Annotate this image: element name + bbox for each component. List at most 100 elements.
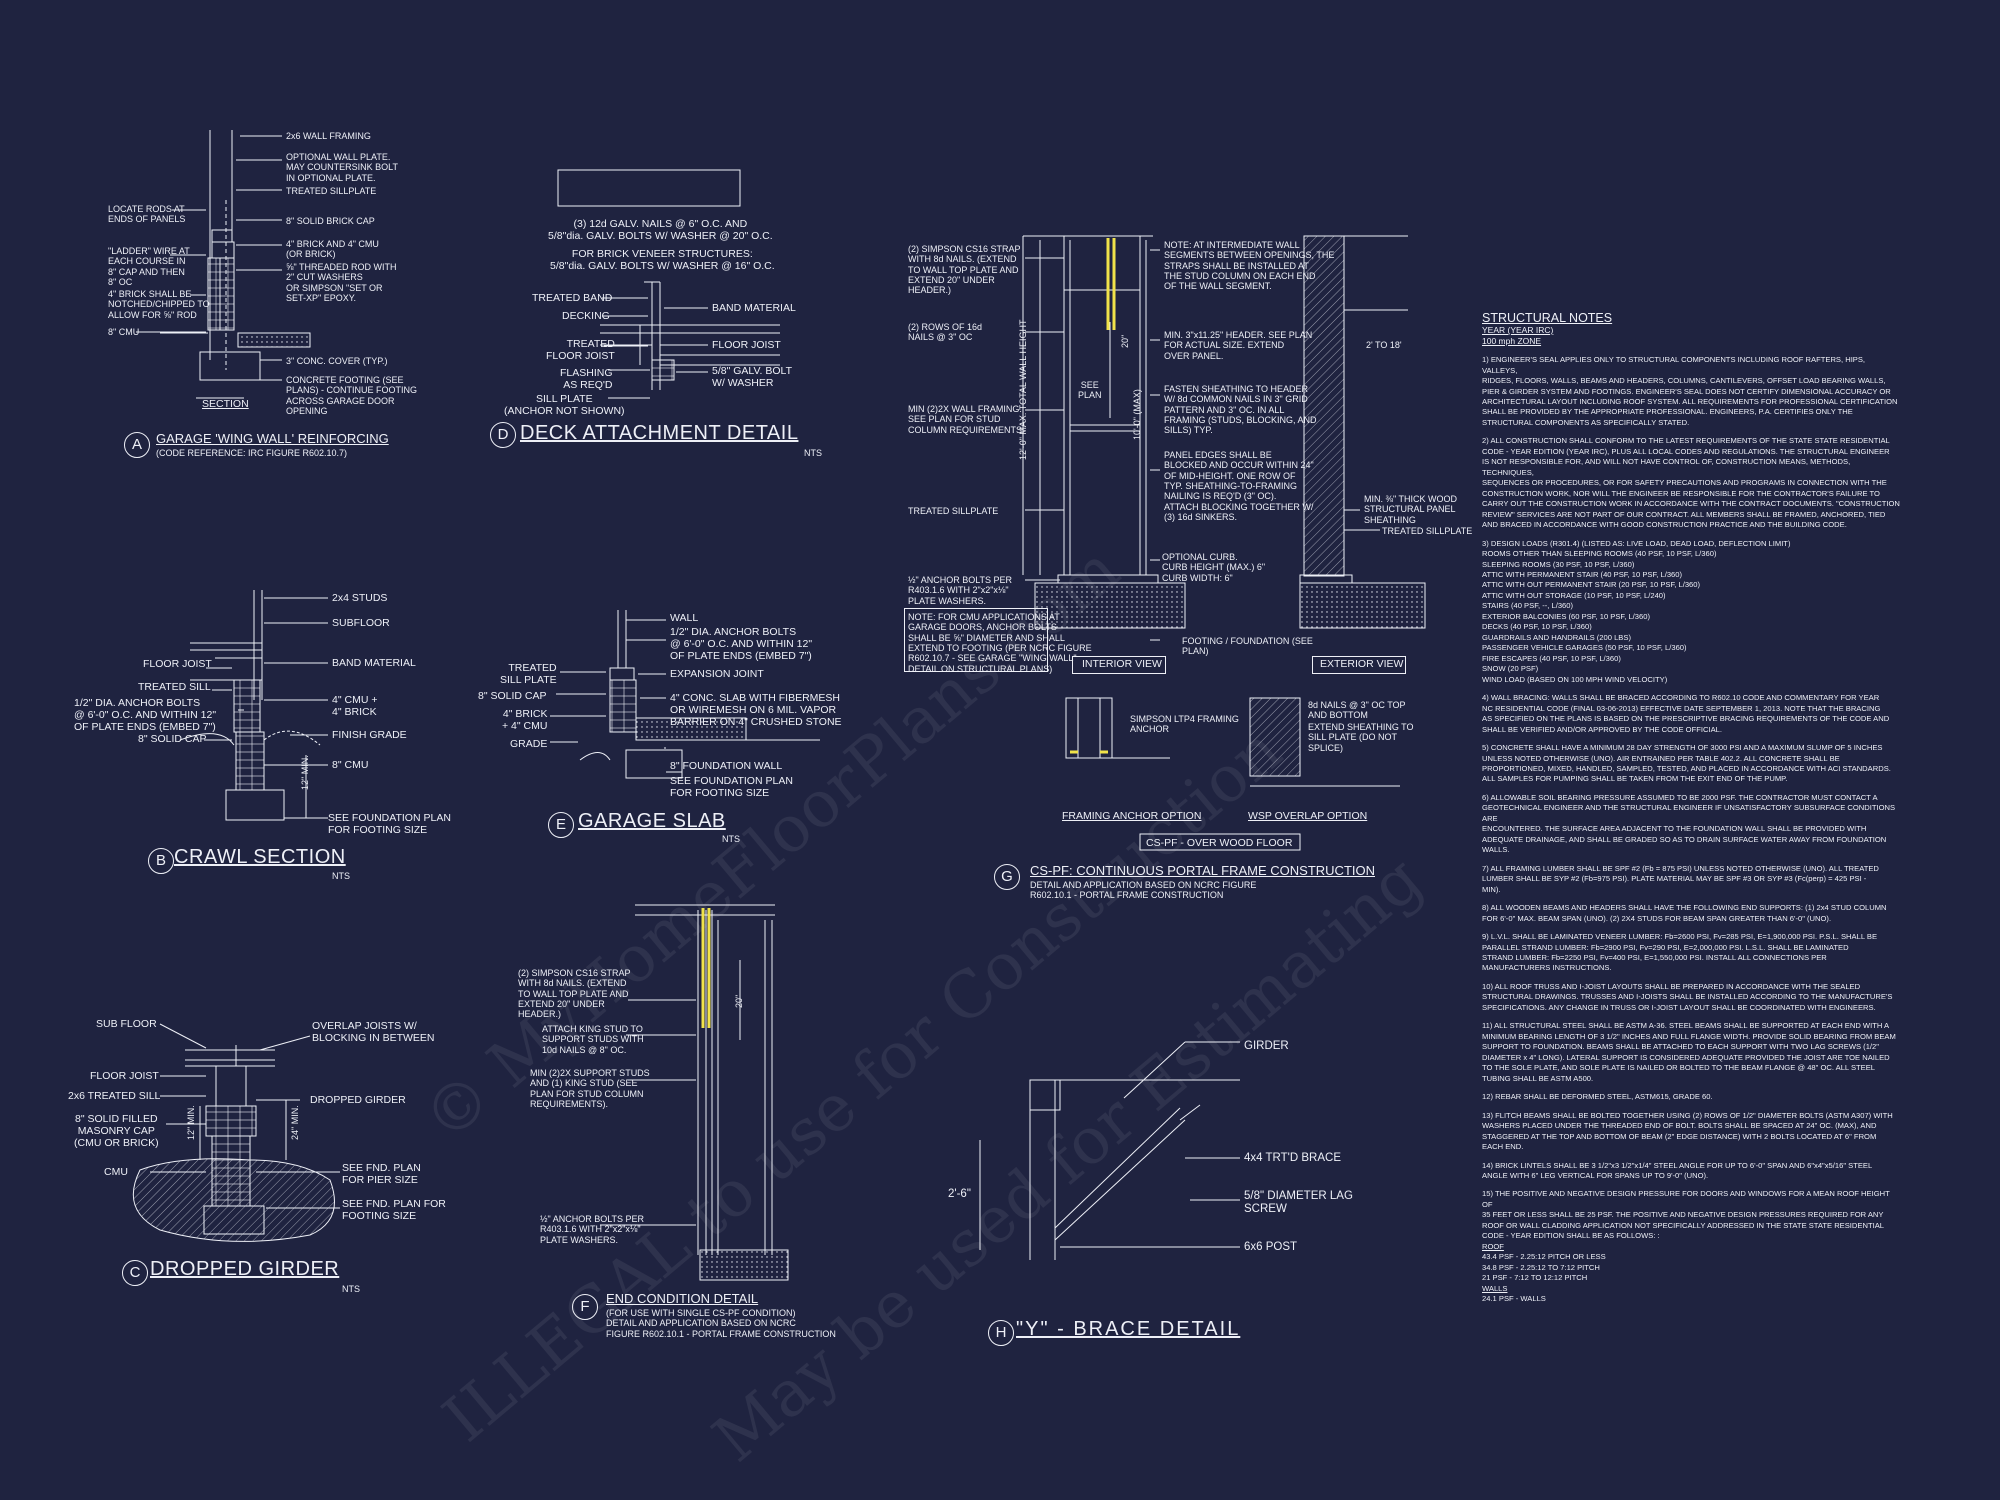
note-5: 5) CONCRETE SHALL HAVE A MINIMUM 28 DAY … [1482,743,1891,784]
e-callout-footing: SEE FOUNDATION PLAN FOR FOOTING SIZE [670,775,793,800]
g-exterior-view: EXTERIOR VIEW [1320,658,1404,670]
b-callout-studs: 2x4 STUDS [332,592,388,604]
g-dim-top: 20" [1120,334,1130,348]
e-callout-sill-plate: TREATED SILL PLATE [500,662,557,687]
c-callout-dropped-girder: DROPPED GIRDER [310,1094,406,1106]
g-framing-anchor-option: FRAMING ANCHOR OPTION [1062,810,1202,822]
a-callout-footing: CONCRETE FOOTING (SEE PLANS) - CONTINUE … [286,375,418,417]
d-callout-sill-plate: SILL PLATE (ANCHOR NOT SHOWN) [504,393,625,418]
c-detail-nts: NTS [342,1284,360,1294]
e-callout-solid-cap: 8" SOLID CAP [478,690,547,702]
b-detail-title: CRAWL SECTION [174,846,346,868]
c-callout-masonry-cap: 8" SOLID FILLED MASONRY CAP (CMU OR BRIC… [74,1113,159,1150]
g-interior-view: INTERIOR VIEW [1082,658,1162,670]
note-14: 14) BRICK LINTELS SHALL BE 3 1/2"x3 1/2"… [1482,1160,1873,1180]
g-callout-wall-framing: MIN (2)2X WALL FRAMING. SEE PLAN FOR STU… [908,404,1025,435]
note-roof-lines: 43.4 PSF - 2.25:12 PITCH OR LESS 34.8 PS… [1482,1252,1606,1283]
a-callout-sillplate: TREATED SILLPLATE [286,186,377,196]
c-detail-title: DROPPED GIRDER [150,1258,340,1280]
f-detail-title: END CONDITION DETAIL [606,1291,759,1306]
note-12: 12) REBAR SHALL BE DEFORMED STEEL, ASTM6… [1482,1092,1713,1102]
f-callout-king-stud: ATTACH KING STUD TO SUPPORT STUDS WITH 1… [542,1024,644,1055]
g-cs-pf-label: CS-PF - OVER WOOD FLOOR [1146,837,1293,849]
b-detail-nts: NTS [332,871,350,881]
g-cmu-note-box [904,608,1048,672]
e-callout-brick-cmu: 4" BRICK + 4" CMU [502,708,548,733]
h-callout-brace: 4x4 TRT'D BRACE [1244,1152,1341,1164]
f-callout-strap: (2) SIMPSON CS16 STRAP WITH 8d NAILS. (E… [518,968,631,1020]
g-callout-anchor-bolts: ½" ANCHOR BOLTS PER R403.1.6 WITH 2"x2"x… [908,575,1013,606]
d-callout-decking: DECKING [562,310,610,322]
notes-heading: STRUCTURAL NOTES [1482,311,1613,325]
h-callout-post: 6x6 POST [1244,1241,1298,1253]
note-13: 13) FLITCH BEAMS SHALL BE BOLTED TOGETHE… [1482,1110,1893,1152]
a-callout-locate-rods: LOCATE RODS AT ENDS OF PANELS [108,204,186,225]
h-dim: 2'-6" [948,1188,971,1200]
b-detail-marker: B [148,848,174,874]
notes-wind: 100 mph ZONE [1482,336,1542,347]
c-detail-marker: C [122,1260,148,1286]
c-callout-floor-joist: FLOOR JOIST [90,1070,159,1082]
b-dim-min: 12" MIN. [300,755,310,790]
a-detail-subtitle: (CODE REFERENCE: IRC FIGURE R602.10.7) [156,448,348,458]
g-callout-ext-sillplate: TREATED SILLPLATE [1382,526,1473,536]
b-callout-floor-joist: FLOOR JOIST [143,658,212,670]
f-detail-subtitle: (FOR USE WITH SINGLE CS-PF CONDITION) DE… [606,1308,836,1339]
g-detail-marker: G [994,864,1020,890]
d-callout-galv-bolt: 5/8" GALV. BOLT W/ WASHER [712,365,792,390]
f-callout-anchor-bolts: ½" ANCHOR BOLTS PER R403.1.6 WITH 2"x2"x… [540,1214,645,1245]
b-callout-subfloor: SUBFLOOR [332,617,390,629]
c-callout-overlap-joists: OVERLAP JOISTS W/ BLOCKING IN BETWEEN [312,1020,435,1045]
note-6: 6) ALLOWABLE SOIL BEARING PRESSURE ASSUM… [1482,792,1896,855]
b-callout-band-material: BAND MATERIAL [332,657,416,669]
d-callout-treated-joist: TREATED FLOOR JOIST [546,338,615,363]
c-callout-treated-sill: 2x6 TREATED SILL [68,1090,161,1102]
b-callout-finish-grade: FINISH GRADE [332,729,407,741]
g-overlap-note: 8d NAILS @ 3" OC TOP AND BOTTOM [1308,700,1406,721]
c-dim-min-1: 12" MIN. [186,1105,196,1140]
g-overlap-note-2: EXTEND SHEATHING TO SILL PLATE (DO NOT S… [1308,722,1414,753]
a-callout-optional-plate: OPTIONAL WALL PLATE. MAY COUNTERSINK BOL… [286,152,399,183]
g-callout-sheathing: MIN. ⅜" THICK WOOD STRUCTURAL PANEL SHEA… [1364,494,1458,525]
a-detail-title: GARAGE 'WING WALL' REINFORCING [156,431,389,446]
f-detail-marker: F [572,1294,598,1320]
b-callout-solid-cap: 8" SOLID CAP [138,733,207,745]
g-dim-height: 12'-0" MAX. TOTAL WALL HEIGHT [1018,319,1028,460]
e-callout-foundation-wall: 8" FOUNDATION WALL [670,760,783,772]
structural-notes: STRUCTURAL NOTES YEAR (YEAR IRC) 100 mph… [1482,311,1900,1305]
g-detail-title: CS-PF: CONTINUOUS PORTAL FRAME CONSTRUCT… [1030,863,1375,878]
g-callout-header: MIN. 3"x11.25" HEADER. SEE PLAN FOR ACTU… [1164,330,1313,361]
g-callout-panel-edges: PANEL EDGES SHALL BE BLOCKED AND OCCUR W… [1164,450,1314,523]
b-callout-foundation: SEE FOUNDATION PLAN FOR FOOTING SIZE [328,812,451,837]
e-callout-slab: 4" CONC. SLAB WITH FIBERMESH OR WIREMESH… [670,692,842,729]
b-callout-cmu-brick: 4" CMU + 4" BRICK [332,694,378,719]
c-dim-min-2: 24" MIN. [290,1105,300,1140]
a-section-label: SECTION [202,398,249,410]
b-callout-treated-sill: TREATED SILL [138,681,211,693]
a-detail-marker: A [124,432,150,458]
h-callout-girder: GIRDER [1244,1040,1289,1052]
b-callout-anchor-bolts: 1/2" DIA. ANCHOR BOLTS @ 6'-0" O.C. AND … [74,697,217,734]
a-callout-brick-cap: 8" SOLID BRICK CAP [286,216,375,226]
e-detail-marker: E [548,812,574,838]
g-callout-fasten: FASTEN SHEATHING TO HEADER W/ 8d COMMON … [1164,384,1317,436]
a-callout-wall-framing: 2x6 WALL FRAMING [286,131,371,141]
g-callout-footing: FOOTING / FOUNDATION (SEE PLAN) [1182,636,1313,657]
g-dim-ext: 2' TO 18' [1366,340,1402,350]
note-1: 1) ENGINEER'S SEAL APPLIES ONLY TO STRUC… [1482,355,1898,427]
e-callout-wall: WALL [670,612,699,624]
a-callout-ladder-wire: "LADDER" WIRE AT EACH COURSE IN 8" CAP A… [108,246,190,288]
d-callout-flashing: FLASHING AS REQ'D [560,367,613,392]
g-anchor-note: SIMPSON LTP4 FRAMING ANCHOR [1130,714,1239,735]
h-detail-marker: H [988,1320,1014,1346]
d-callout-band-material: BAND MATERIAL [712,302,796,314]
g-callout-curb: OPTIONAL CURB. CURB HEIGHT (MAX.) 6" CUR… [1162,552,1266,583]
g-callout-treated-sillplate: TREATED SILLPLATE [908,506,999,516]
a-callout-brick-notched: 4" BRICK SHALL BE NOTCHED/CHIPPED TO ALL… [108,289,210,320]
note-3: 3) DESIGN LOADS (R301.4) (LISTED AS: LIV… [1482,538,1791,684]
note-11: 11) ALL STRUCTURAL STEEL SHALL BE ASTM A… [1482,1021,1896,1083]
c-callout-pier-size: SEE FND. PLAN FOR PIER SIZE [342,1162,421,1187]
d-note-brick-veneer: FOR BRICK VENEER STRUCTURES: 5/8"dia. GA… [550,248,775,273]
